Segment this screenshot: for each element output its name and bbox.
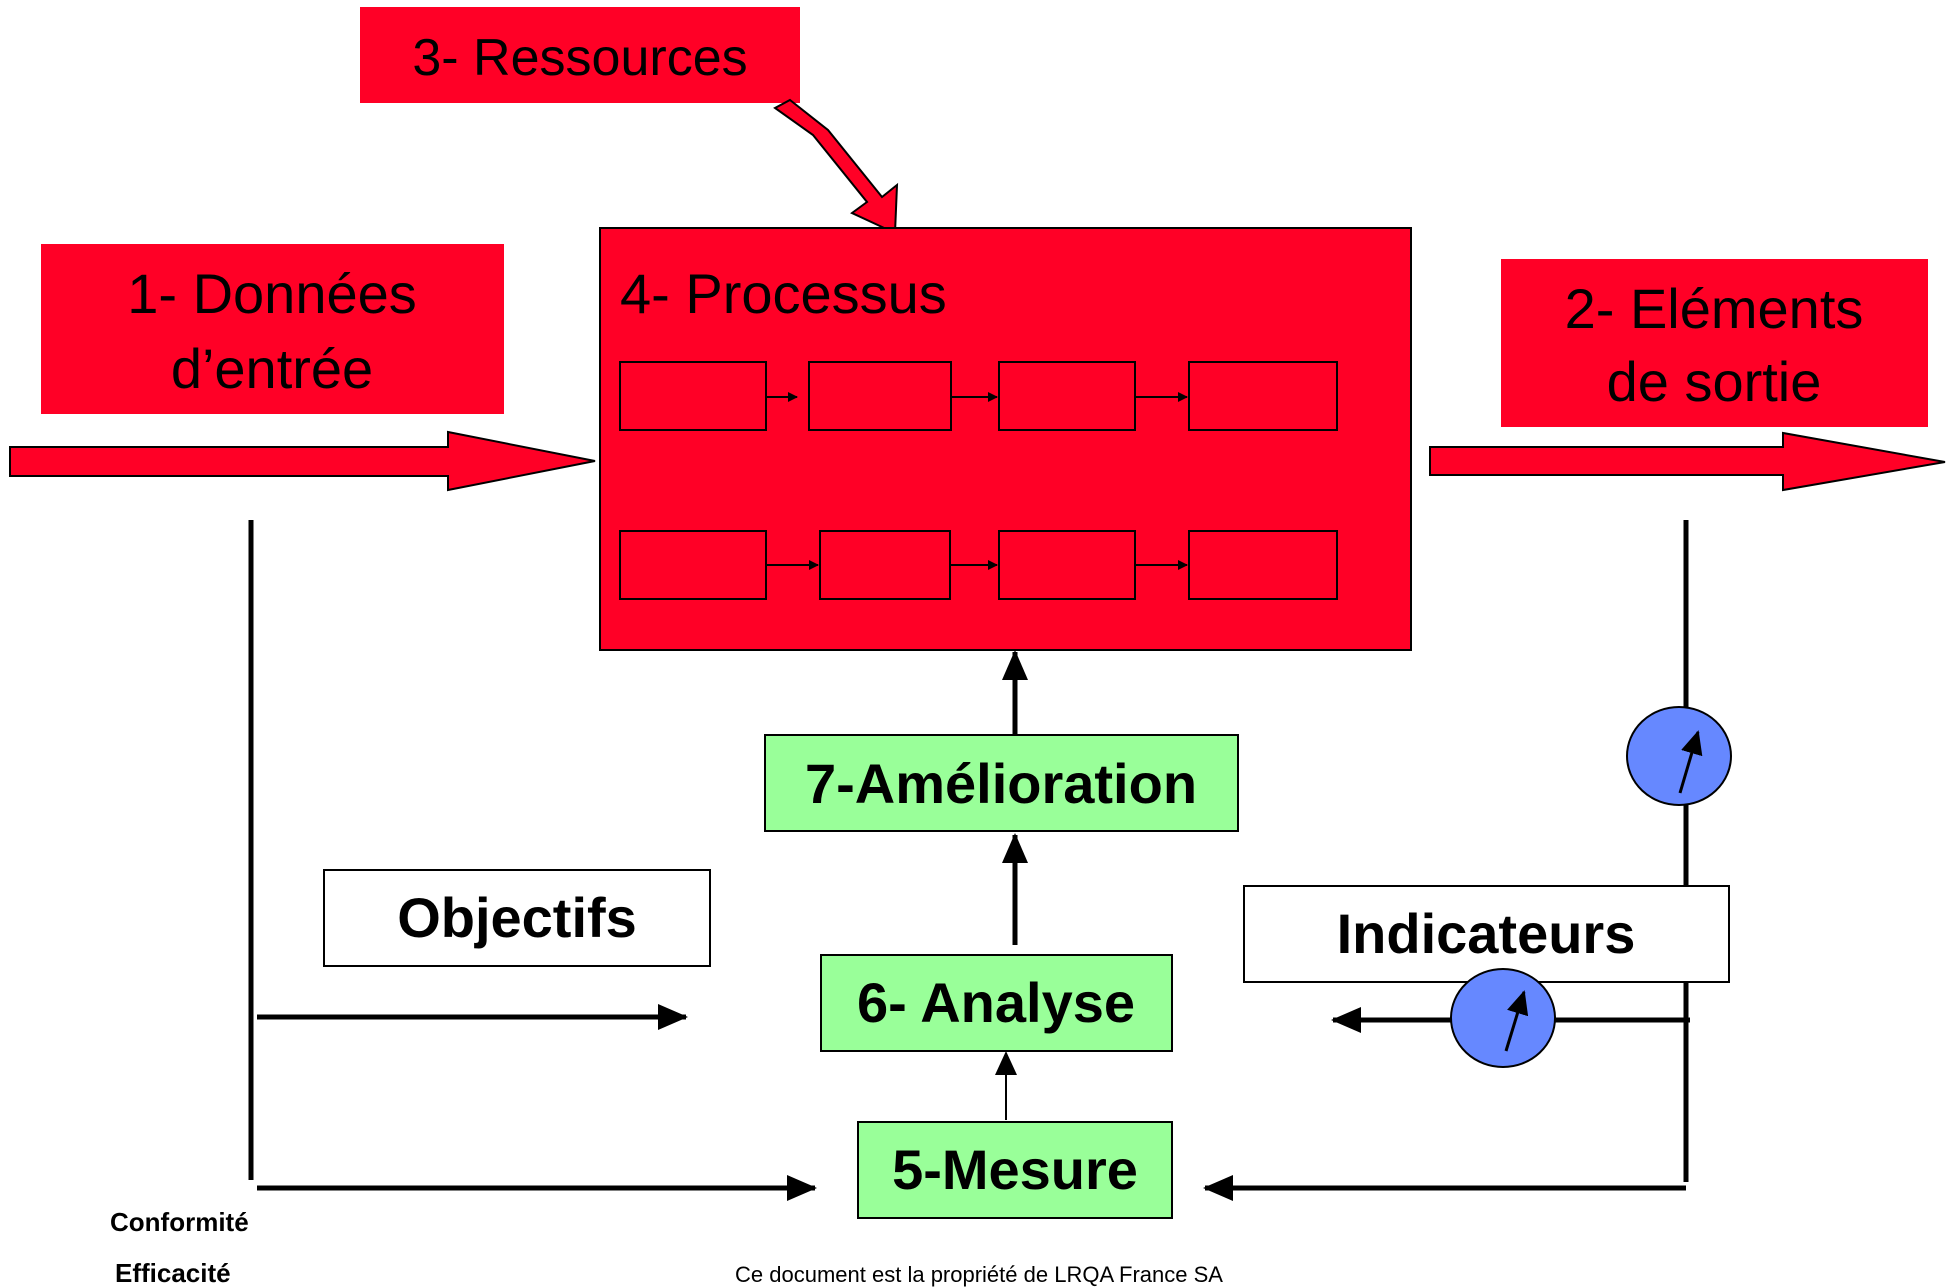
process-step-1-1 bbox=[619, 361, 767, 431]
gauge-icon-upper bbox=[1626, 706, 1732, 806]
mesure-box: 5-Mesure bbox=[857, 1121, 1173, 1219]
process-step-2-3 bbox=[998, 530, 1136, 600]
process-step-1-2 bbox=[808, 361, 952, 431]
ressources-arrow bbox=[773, 98, 899, 235]
elements-sortie-box: 2- Eléments de sortie bbox=[1501, 259, 1928, 427]
footer-text: Ce document est la propriété de LRQA Fra… bbox=[735, 1262, 1223, 1287]
input-arrow bbox=[9, 430, 596, 492]
donnees-entree-box: 1- Données d’entrée bbox=[41, 244, 504, 414]
objectifs-label: Objectifs bbox=[397, 886, 637, 949]
ressources-label: 3- Ressources bbox=[412, 29, 747, 87]
processus-box: 4- Processus bbox=[599, 227, 1412, 651]
amelioration-label: 7-Amélioration bbox=[805, 752, 1197, 815]
indicateurs-box: Indicateurs bbox=[1243, 885, 1730, 983]
process-step-2-4 bbox=[1188, 530, 1338, 600]
indicateurs-label: Indicateurs bbox=[1337, 902, 1636, 965]
donnees-label-line2: d’entrée bbox=[171, 337, 373, 400]
ressources-box: 3- Ressources bbox=[360, 7, 800, 103]
elements-label-line1: 2- Eléments bbox=[1565, 277, 1864, 340]
process-step-1-3 bbox=[998, 361, 1136, 431]
elements-label-line2: de sortie bbox=[1607, 350, 1822, 413]
analyse-box: 6- Analyse bbox=[820, 954, 1173, 1052]
mesure-label: 5-Mesure bbox=[892, 1138, 1138, 1201]
process-step-1-4 bbox=[1188, 361, 1338, 431]
conformite-label: Conformité bbox=[110, 1207, 249, 1237]
donnees-label-line1: 1- Données bbox=[127, 262, 417, 325]
gauge-icon-lower bbox=[1450, 968, 1556, 1068]
analyse-label: 6- Analyse bbox=[857, 971, 1135, 1034]
process-step-2-2 bbox=[819, 530, 951, 600]
output-arrow bbox=[1429, 431, 1946, 492]
processus-label: 4- Processus bbox=[620, 262, 947, 325]
objectifs-box: Objectifs bbox=[323, 869, 711, 967]
amelioration-box: 7-Amélioration bbox=[764, 734, 1239, 832]
process-step-2-1 bbox=[619, 530, 767, 600]
efficacite-label: Efficacité bbox=[115, 1258, 231, 1287]
